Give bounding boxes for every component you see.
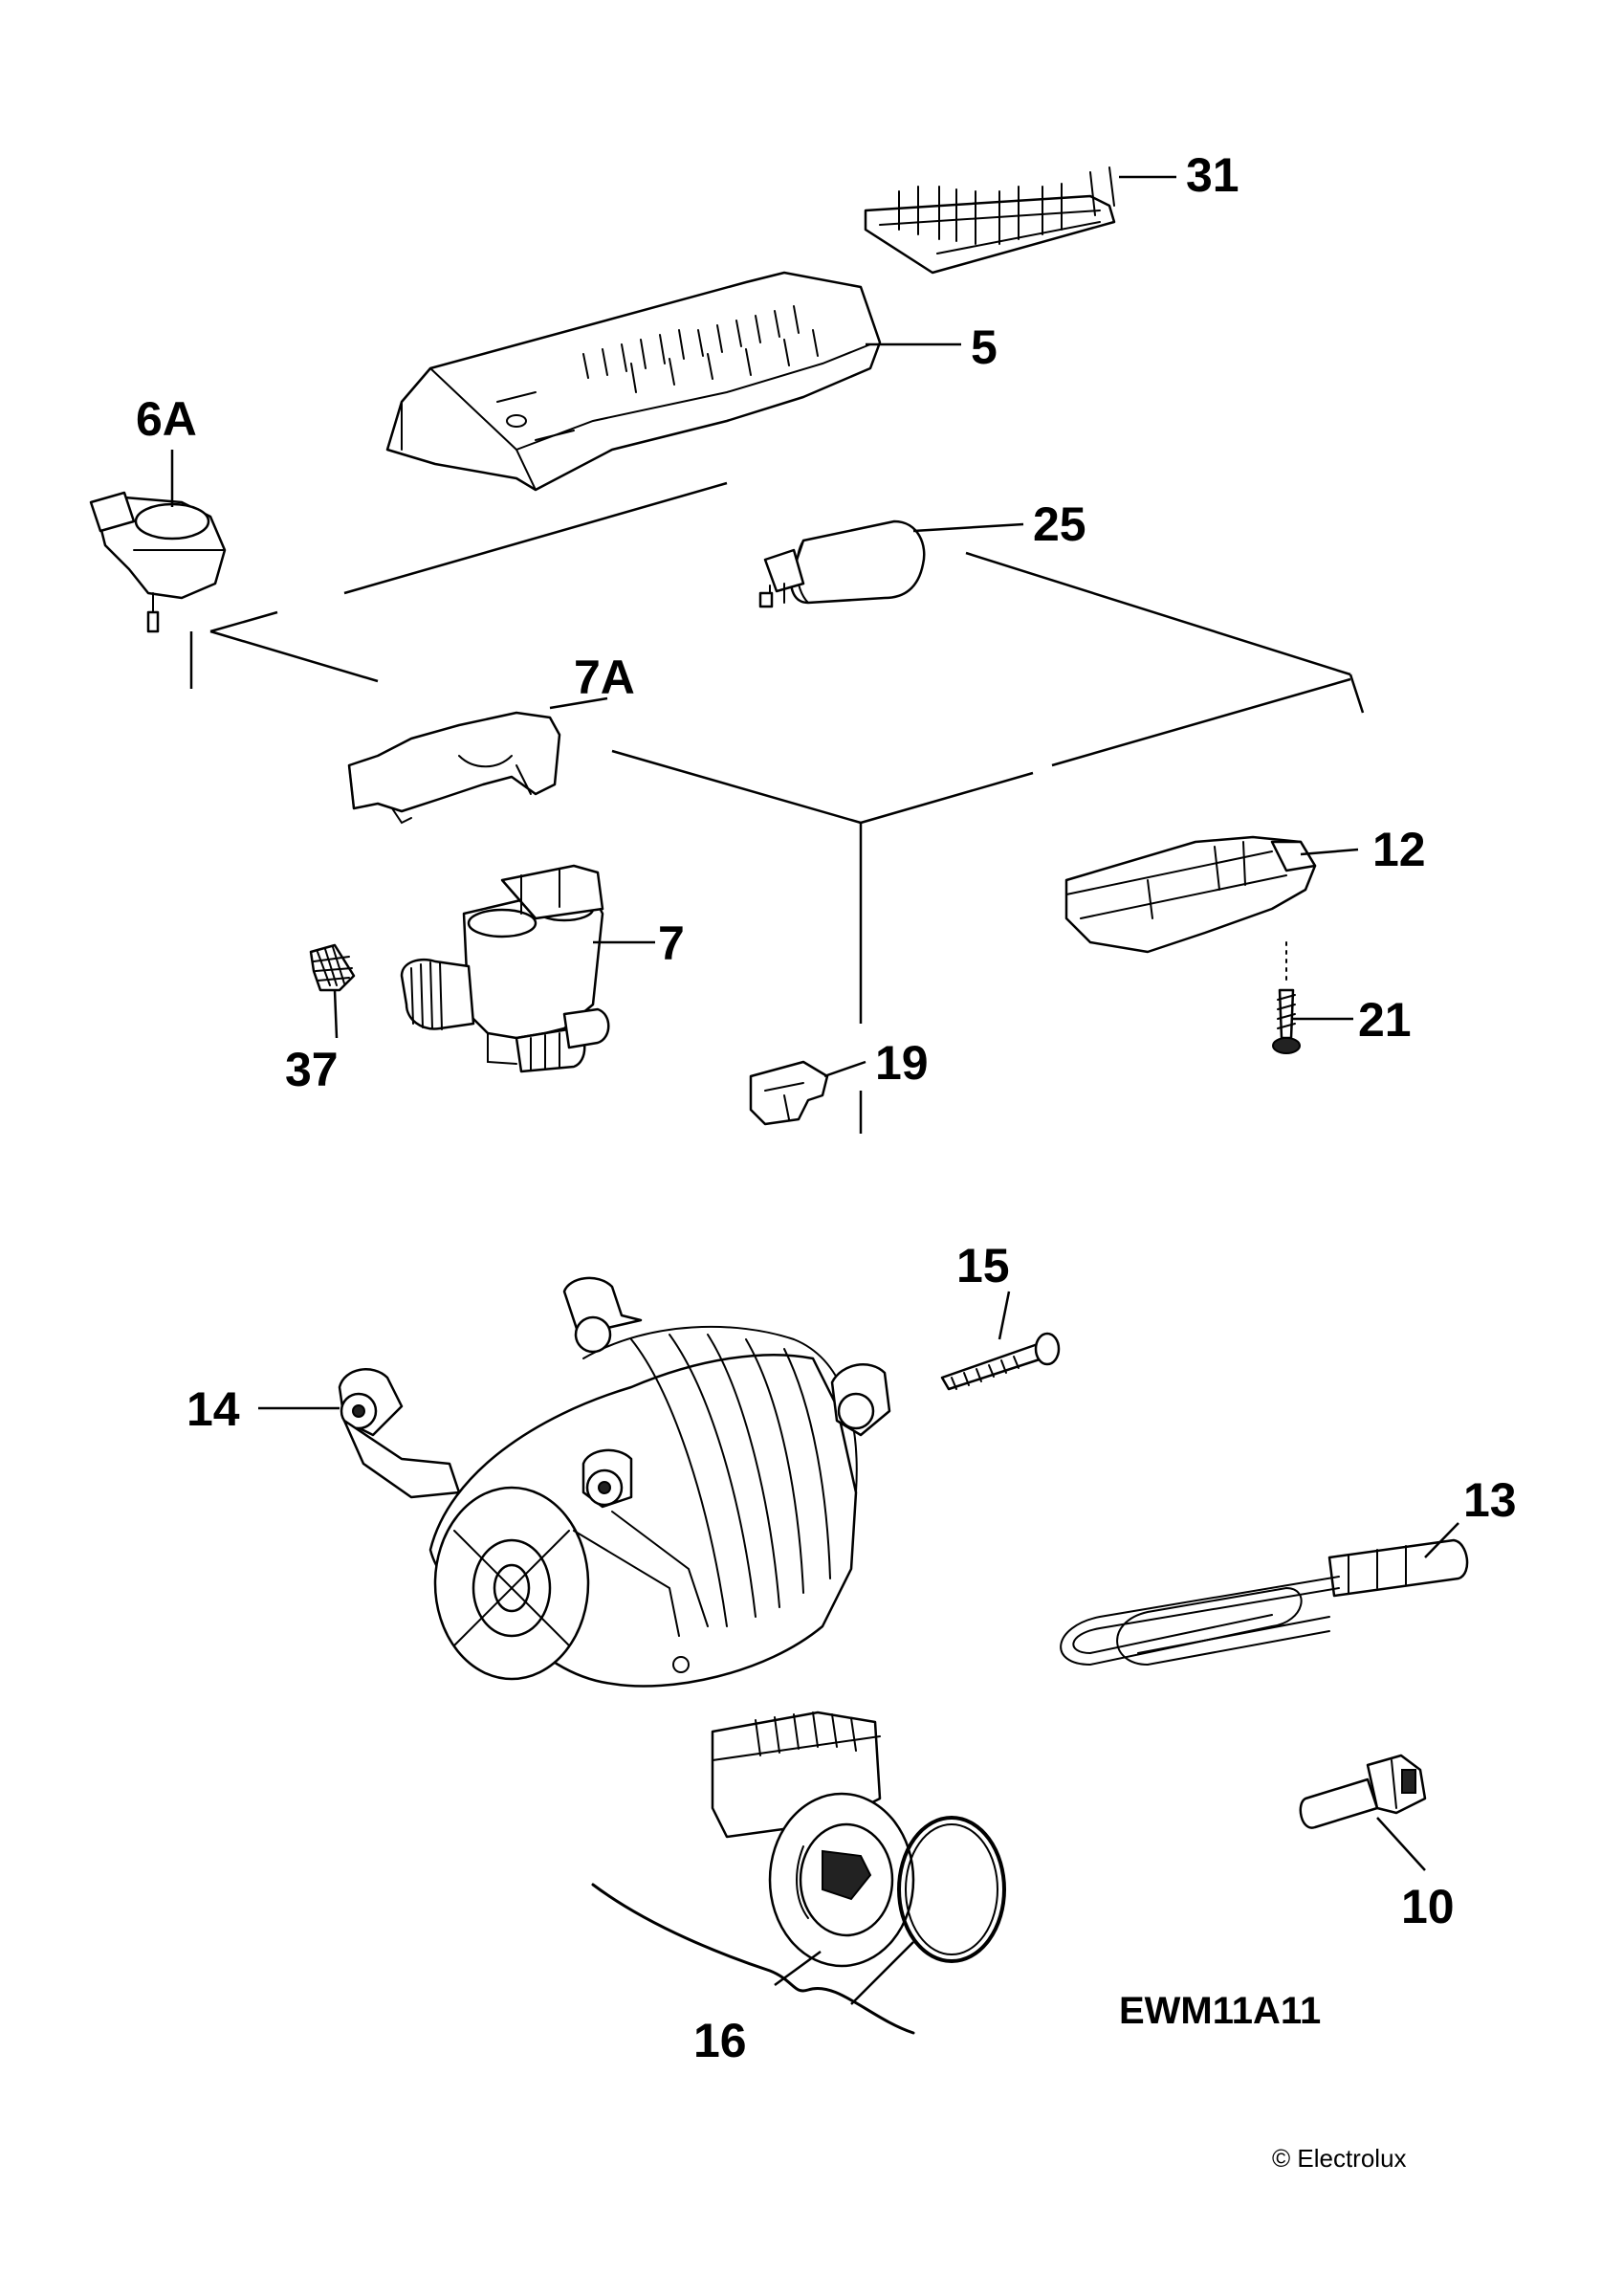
part-31-terminal-block [864,166,1116,275]
part-7a-bracket [347,711,561,825]
model-code: EWM11A11 [1119,1990,1321,2032]
callout-15: 15 [956,1239,1010,1292]
leader-lines [170,175,1459,2005]
callout-6a: 6A [136,392,197,446]
part-12-door-lock [1064,835,1317,954]
part-10-temperature-sensor [1299,1754,1427,1829]
part-7-inlet-valve [400,864,610,1073]
callout-10: 10 [1401,1880,1455,1933]
part-16-drain-pump [591,1711,1006,2035]
part-21-screw [1272,941,1301,1054]
enclosure-outline [189,481,1365,1134]
callout-19: 19 [875,1036,929,1090]
callout-5: 5 [971,320,998,374]
callout-21: 21 [1358,993,1412,1047]
callout-14: 14 [186,1382,240,1436]
part-14-motor [338,1276,891,1688]
part-6a-pressure-switch [89,491,227,633]
callout-7: 7 [658,916,685,970]
part-5-control-board [385,271,882,492]
callout-labels: 31 5 6A 25 7A 12 7 21 37 19 15 14 13 10 … [136,148,1517,2067]
callout-16: 16 [693,2014,747,2067]
part-13-heating-element [1060,1538,1469,1667]
part-37-filter [309,943,356,992]
part-25-suppressor [758,519,926,608]
callout-37: 37 [285,1043,339,1096]
callout-13: 13 [1463,1473,1517,1527]
callout-7a: 7A [574,651,635,704]
copyright-notice: © Electrolux [1272,2144,1407,2173]
callout-31: 31 [1186,148,1239,202]
part-19-clip [749,1060,829,1126]
callout-25: 25 [1033,497,1086,551]
callout-12: 12 [1372,823,1426,876]
part-15-screw [940,1332,1061,1391]
